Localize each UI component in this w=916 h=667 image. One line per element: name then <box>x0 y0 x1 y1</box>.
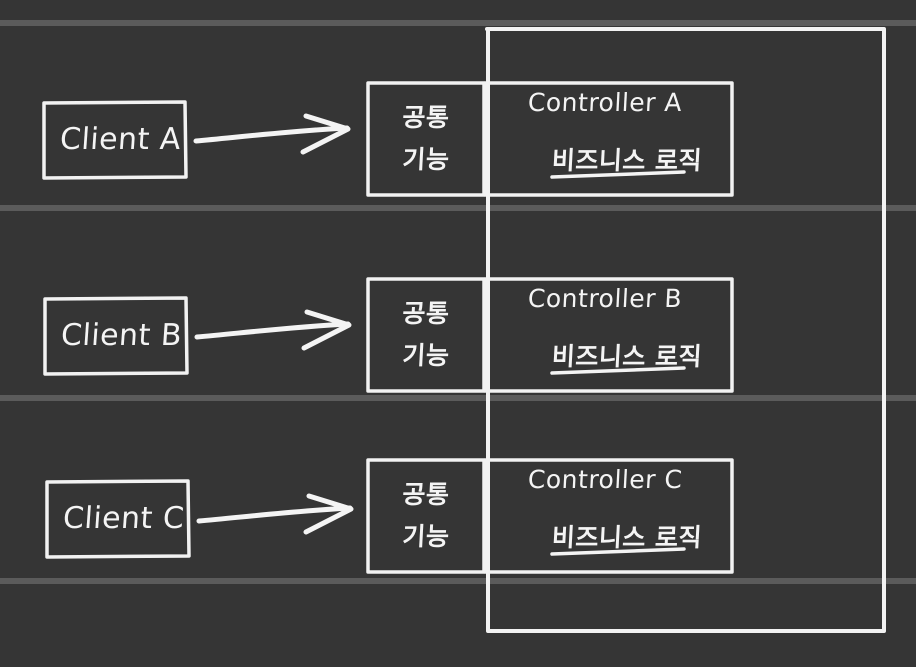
controller-a-subtitle: 비즈니스 로직 <box>551 146 703 175</box>
controller-c-title: Controller C <box>527 465 684 494</box>
common-c-label-line1: 공통 <box>401 480 451 509</box>
common-a-label-line1: 공통 <box>401 103 451 132</box>
controller-group-box <box>485 27 886 633</box>
lane-divider-3 <box>0 395 916 401</box>
controller-b-subtitle: 비즈니스 로직 <box>551 342 703 371</box>
controller-b-title: Controller B <box>527 284 683 313</box>
controller-a-underline <box>550 170 686 179</box>
client-c-label: Client C <box>61 501 186 536</box>
common-b-label-line2: 기능 <box>401 341 451 370</box>
common-b-label-line1: 공통 <box>401 299 451 328</box>
lane-divider-1 <box>0 20 916 26</box>
arrow-a <box>193 113 351 155</box>
lane-a-group <box>42 81 734 197</box>
arrow-b <box>194 309 352 351</box>
lane-divider-4 <box>0 578 916 584</box>
controller-b-box <box>483 277 734 393</box>
client-a-box <box>42 100 188 180</box>
lane-c-group <box>45 458 734 574</box>
controller-c-subtitle: 비즈니스 로직 <box>551 523 703 552</box>
arrow-c <box>196 493 354 535</box>
client-b-box <box>43 296 189 376</box>
common-a-label-line2: 기능 <box>401 145 451 174</box>
client-a-label: Client A <box>58 122 183 157</box>
controller-b-underline <box>550 366 686 375</box>
controller-a-box <box>483 81 734 197</box>
client-c-box <box>45 479 191 559</box>
lane-divider-2 <box>0 205 916 211</box>
controller-c-box <box>483 458 734 574</box>
lane-dividers <box>0 20 916 584</box>
controller-a-title: Controller A <box>527 88 683 117</box>
controller-c-underline <box>550 547 686 556</box>
client-b-label: Client B <box>59 318 184 353</box>
common-c-label-line2: 기능 <box>401 522 451 551</box>
lane-b-group <box>43 277 734 393</box>
